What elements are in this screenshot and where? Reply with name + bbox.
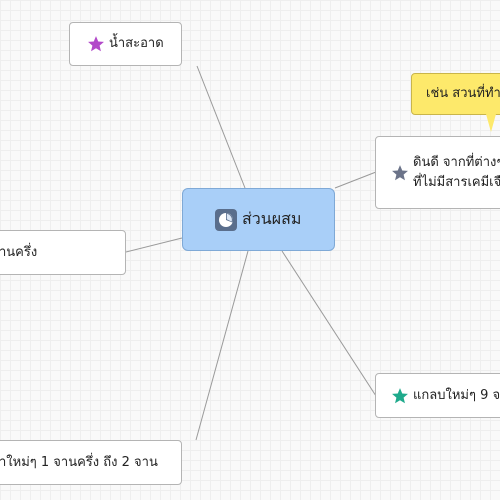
star-icon [392, 164, 408, 180]
topic-water-label: น้ำสะอาด [109, 36, 164, 51]
topic-soil[interactable]: ดินดี จากที่ต่างๆ ที่ไม่มีสารเคมีเจือปน [375, 136, 500, 209]
callout-text: เช่น สวนที่ทำเก [426, 86, 500, 101]
topic-bran-label: ำใหม่ๆ 1 จานครึ่ง ถึง 2 จาน [0, 454, 158, 470]
topic-soil-text: ดินดี จากที่ต่างๆ ที่ไม่มีสารเคมีเจือปน [413, 153, 500, 193]
topic-shells[interactable]: แกลบใหม่ๆ 9 จ [375, 373, 500, 418]
central-topic[interactable]: ส่วนผสม [182, 188, 335, 251]
link-soil [334, 171, 377, 189]
topic-shells-label: แกลบใหม่ๆ 9 จ [413, 387, 500, 403]
central-topic-label: ส่วนผสม [242, 209, 302, 228]
topic-half-label: านครึ่ง [0, 244, 38, 260]
link-water [196, 65, 246, 189]
pie-chart-icon [215, 208, 237, 231]
star-icon [392, 387, 408, 403]
topic-soil-line-1: ดินดี จากที่ต่างๆ [413, 154, 500, 170]
link-bran [195, 250, 249, 441]
star-icon [88, 36, 104, 52]
topic-water[interactable]: น้ำสะอาด [69, 22, 182, 66]
link-half [125, 237, 183, 253]
topic-bran[interactable]: ำใหม่ๆ 1 จานครึ่ง ถึง 2 จาน [0, 440, 182, 485]
callout-tail [486, 114, 496, 132]
link-shells [281, 250, 377, 397]
topic-half[interactable]: านครึ่ง [0, 230, 126, 275]
topic-soil-line-2: ที่ไม่มีสารเคมีเจือปน [413, 174, 500, 190]
callout-note[interactable]: เช่น สวนที่ทำเก [411, 73, 500, 115]
